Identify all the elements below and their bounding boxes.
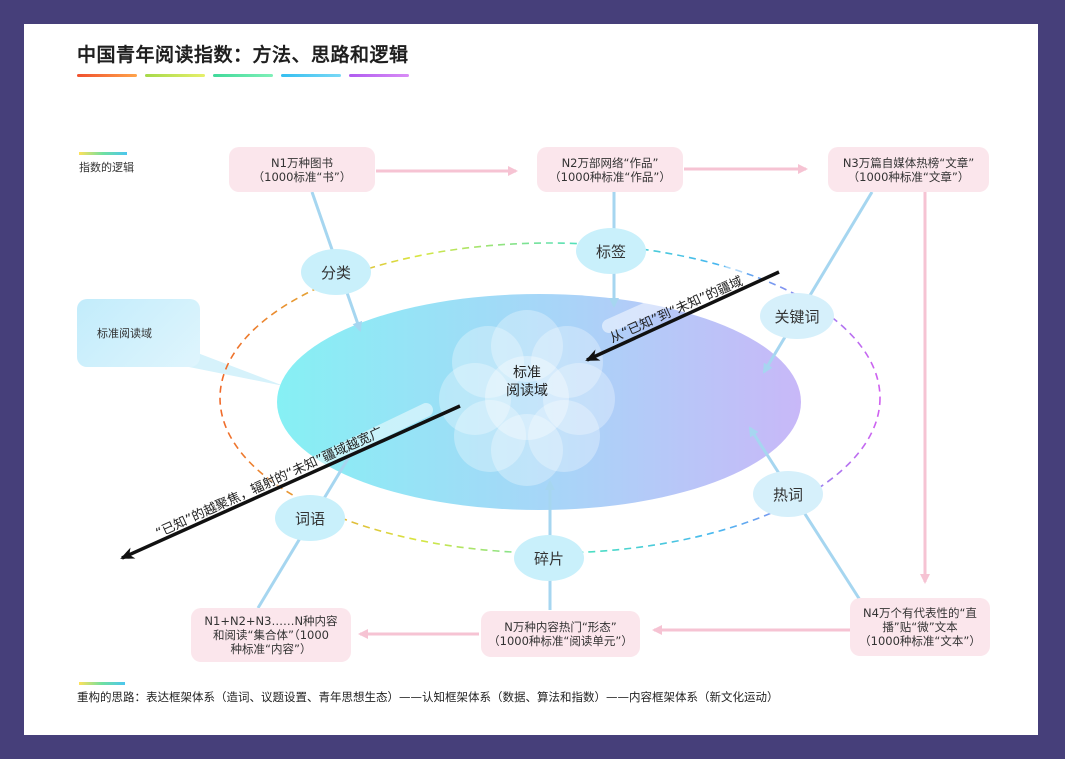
box-n4-live-texts: N4万个有代表性的“直 播”贴“微”文本 （1000种标准“文本”） <box>850 598 990 656</box>
center-label: 标准 阅读域 <box>487 364 567 400</box>
title-bar-2 <box>145 74 205 77</box>
flower-shape <box>439 310 615 486</box>
center-label-line2: 阅读域 <box>506 383 548 399</box>
box-nsum-line3: 种标准“内容”） <box>230 642 312 656</box>
arrow-highlight-upper <box>602 249 773 333</box>
arrow-highlight-lower <box>173 403 433 535</box>
legend-logic-swatch <box>79 152 127 155</box>
arrow-known-to-unknown <box>585 270 780 362</box>
box-n4-line1: N4万个有代表性的“直 <box>863 606 977 620</box>
center-label-line1: 标准 <box>513 365 541 381</box>
box-n1-line2: （1000标准“书”） <box>252 169 352 184</box>
box-n4-line2: 播”贴“微”文本 <box>882 620 958 634</box>
box-nmid-line1: N万种内容热门“形态” <box>504 620 617 634</box>
footer-swatch <box>79 682 125 685</box>
legend-logic-label: 指数的逻辑 <box>79 161 134 174</box>
box-n1-line1: N1万种图书 <box>271 155 333 170</box>
page-title: 中国青年阅读指数：方法、思路和逻辑 <box>77 44 409 66</box>
box-nmid-line2: （1000种标准“阅读单元”） <box>488 634 633 648</box>
title-bar-3 <box>213 74 273 77</box>
title-bar-4 <box>281 74 341 77</box>
box-n3-articles: N3万篇自媒体热榜“文章” （1000种标准“文章”） <box>828 147 989 192</box>
circle-fenlei: 分类 <box>301 249 371 295</box>
standard-domain-ellipse <box>277 294 801 510</box>
box-n4-line3: （1000种标准“文本”） <box>859 634 981 648</box>
arrow-n3-to-domain <box>762 191 874 374</box>
circle-reci: 热词 <box>753 471 823 517</box>
title-bar-5 <box>349 74 409 77</box>
box-n2-line2: （1000种标准“作品”） <box>549 169 671 184</box>
diagram-svg <box>79 152 930 685</box>
circle-guanjianci: 关键词 <box>760 293 834 339</box>
box-n3-line2: （1000种标准“文章”） <box>847 169 970 184</box>
title-bar-1 <box>77 74 137 77</box>
outer-dashed-ring <box>219 242 881 554</box>
diagram-card: 中国青年阅读指数：方法、思路和逻辑 <box>24 24 1038 735</box>
callout-tail <box>174 344 284 386</box>
arrow-known-focus <box>120 404 461 560</box>
box-n3-line1: N3万篇自媒体热榜“文章” <box>842 155 975 170</box>
box-n2-web-works: N2万部网络“作品” （1000种标准“作品”） <box>537 147 683 192</box>
box-n1-books: N1万种图书 （1000标准“书”） <box>229 147 375 192</box>
box-nmid-forms: N万种内容热门“形态” （1000种标准“阅读单元”） <box>481 611 640 657</box>
box-nsum-line1: N1+N2+N3……N种内容 <box>204 614 338 628</box>
legend-standard-domain-label: 标准阅读域 <box>97 327 152 340</box>
circle-suipian: 碎片 <box>514 535 584 581</box>
circle-biaoqian: 标签 <box>576 228 646 274</box>
footer-note: 重构的思路：表达框架体系（造词、议题设置、青年思想生态）——认知框架体系（数据、… <box>77 690 779 704</box>
box-n2-line1: N2万部网络“作品” <box>561 155 659 170</box>
standard-domain-callout <box>77 299 200 367</box>
circle-ciyu: 词语 <box>275 495 345 541</box>
box-nsum-line2: 和阅读“集合体”（1000 <box>213 628 329 642</box>
box-nsum-collections: N1+N2+N3……N种内容 和阅读“集合体”（1000 种标准“内容”） <box>191 608 351 662</box>
